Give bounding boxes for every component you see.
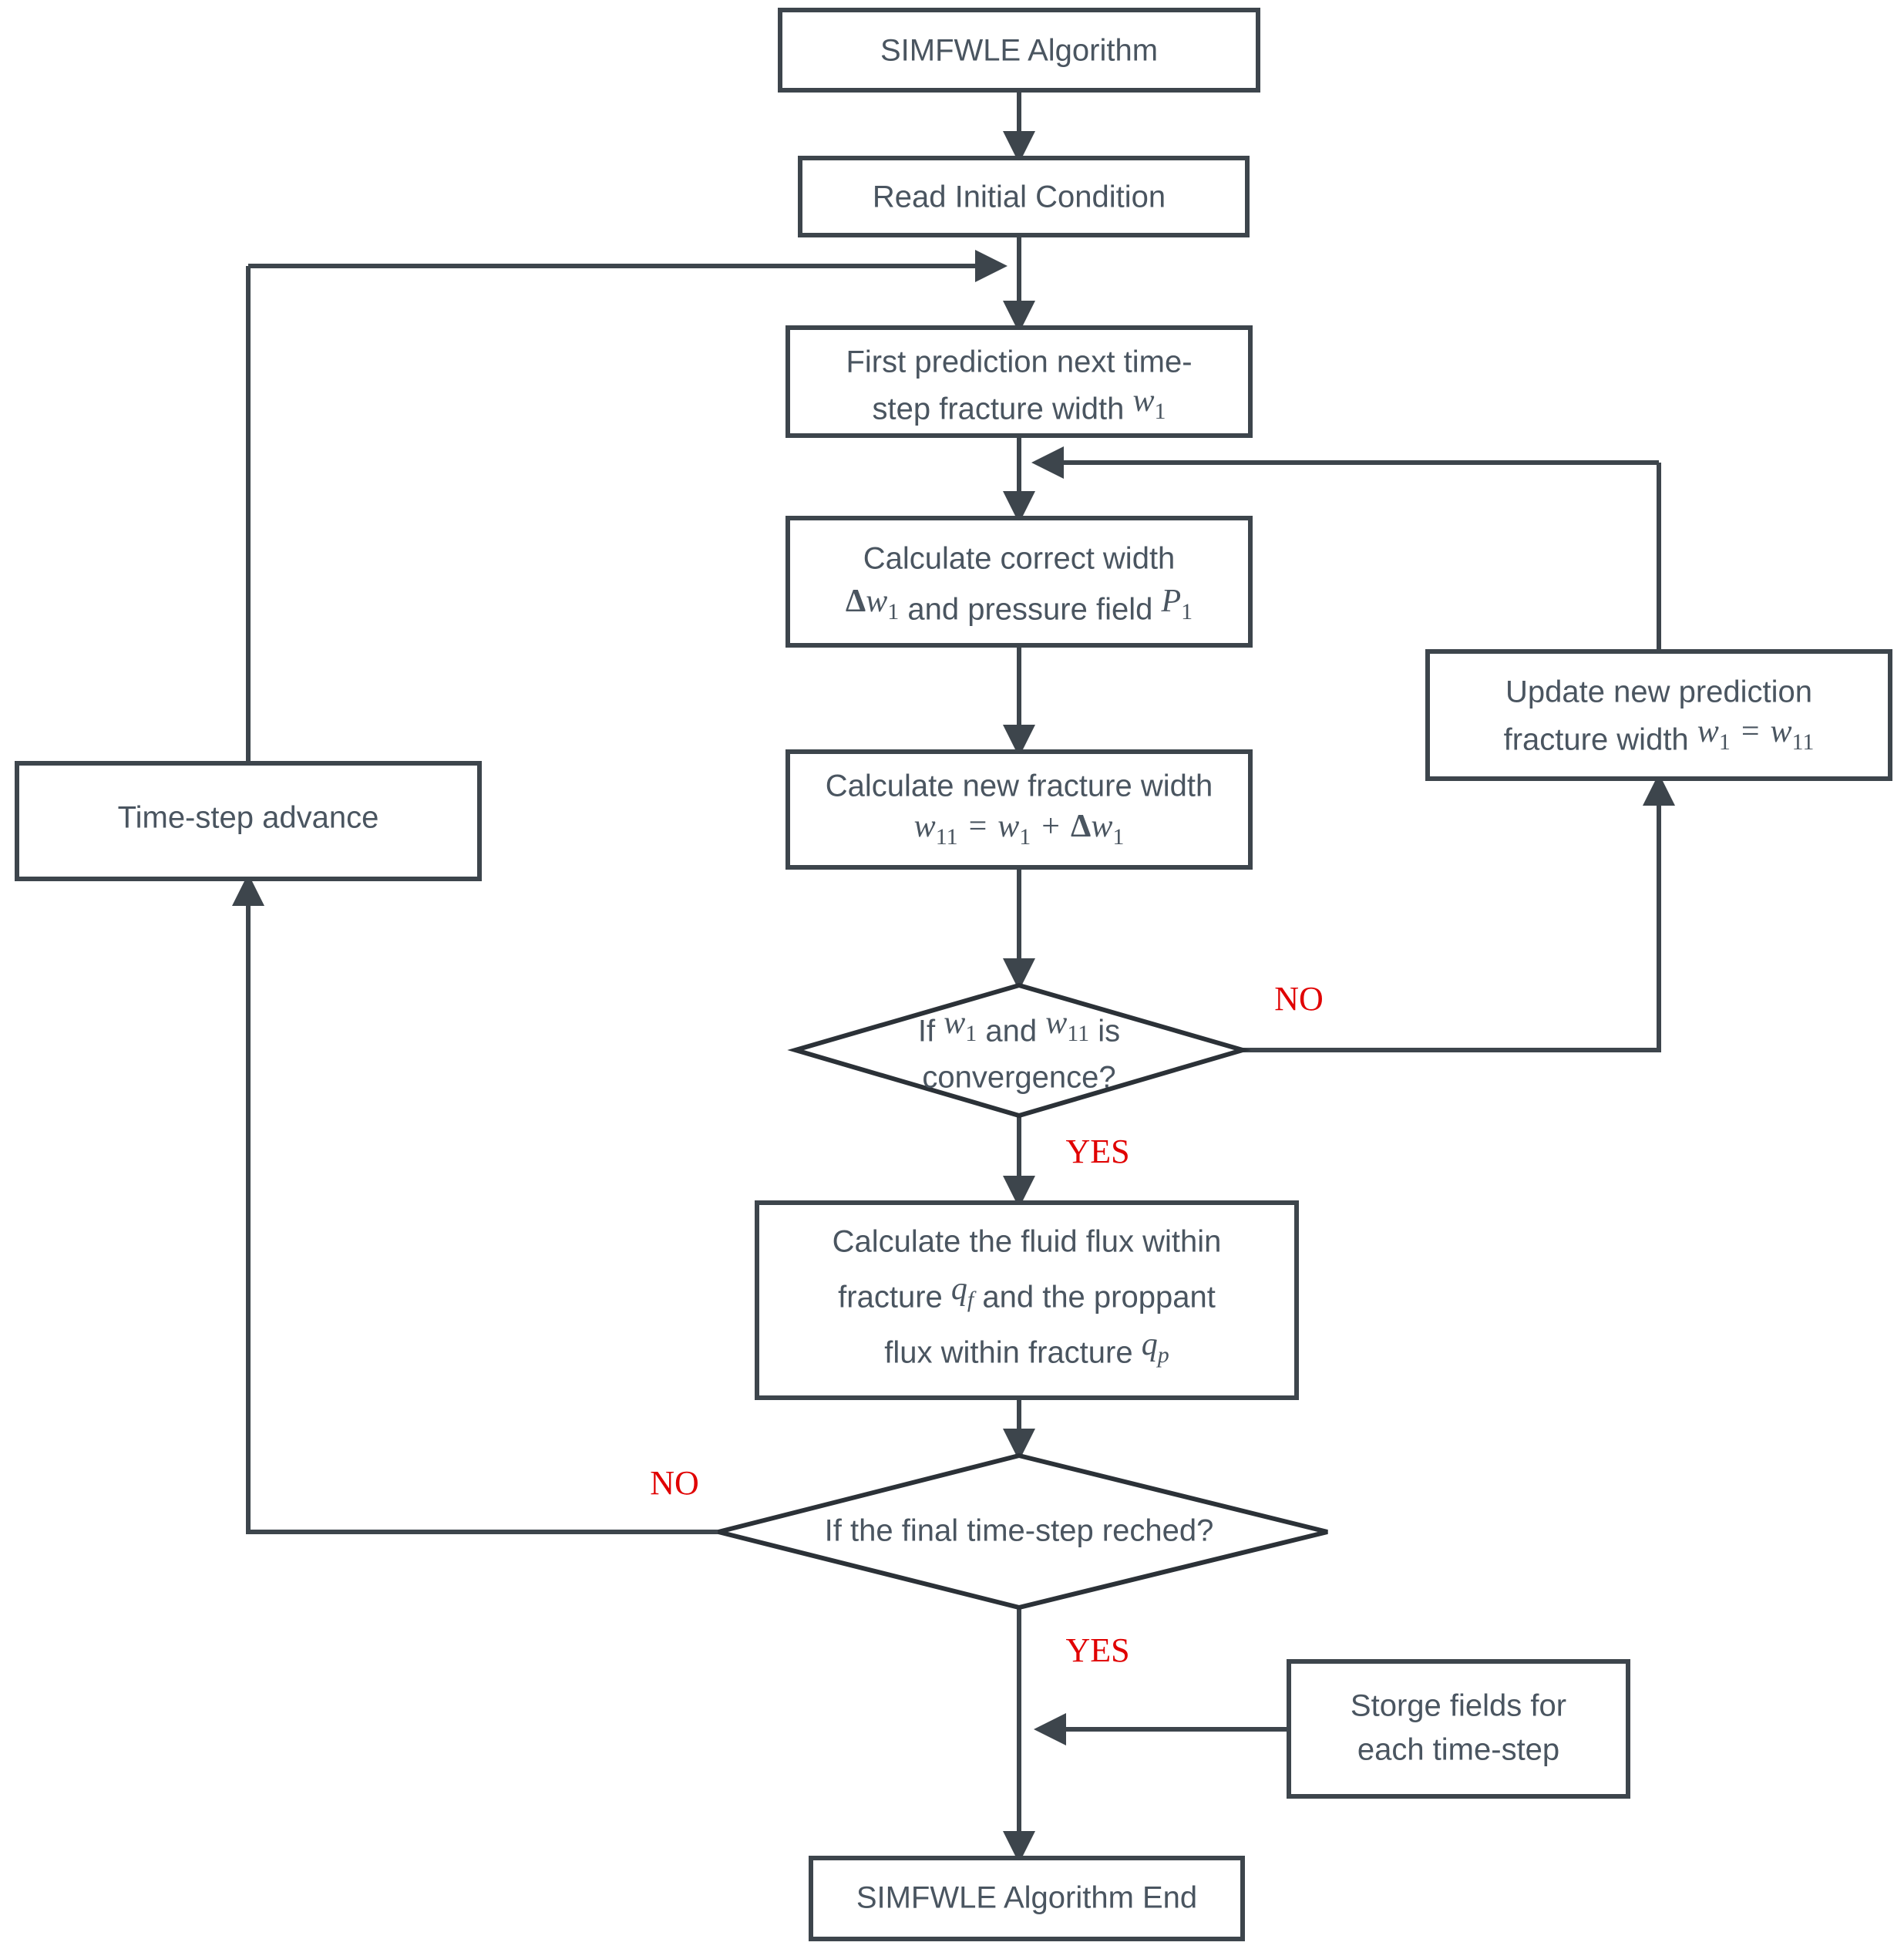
node-calc-correct: [785, 516, 1253, 648]
dc-sub1: 1: [965, 1021, 977, 1046]
connector-convergence-no-to-update: [1243, 773, 1675, 1052]
node-update-prediction: [1425, 649, 1892, 781]
cf-l2-post: and the proppant: [974, 1281, 1216, 1314]
node-calc-flux-line2: fracture qf and the proppant: [838, 1271, 1216, 1314]
cf-l2-pre: fracture: [838, 1281, 951, 1314]
node-calc-new-width: [785, 749, 1253, 870]
cnw-rhs2-var: w: [1091, 809, 1112, 844]
cc-var1: w: [866, 584, 887, 619]
branch-label-final-step-no: NO: [650, 1464, 699, 1502]
node-decision-final-step: [718, 1452, 1328, 1611]
node-first-prediction: [785, 325, 1253, 438]
node-decision-convergence: [787, 982, 1251, 1119]
fp-l2-sub: 1: [1154, 399, 1166, 424]
node-calc-flux-line1: Calculate the fluid flux within: [833, 1225, 1222, 1259]
up-sub1: 1: [1719, 729, 1731, 755]
cc-sub2: 1: [1181, 599, 1193, 624]
node-read-initial-label: Read Initial Condition: [873, 180, 1166, 214]
cnw-eq: =: [969, 809, 987, 844]
cc-delta: Δ: [846, 584, 866, 619]
node-decision-convergence-line2: convergence?: [922, 1061, 1115, 1095]
cnw-rhs2-sub: 1: [1112, 824, 1124, 850]
fp-l2-var: w: [1132, 383, 1154, 419]
node-time-step-advance-label: Time-step advance: [118, 801, 379, 835]
node-end-label: SIMFWLE Algorithm End: [856, 1881, 1197, 1915]
up-sub2: 11: [1792, 729, 1815, 755]
cnw-lhs-sub: 11: [936, 824, 958, 850]
up-pre: fracture width: [1504, 723, 1697, 757]
node-storage-fields-line1: Storge fields for: [1351, 1689, 1566, 1723]
cnw-plus: +: [1041, 809, 1060, 844]
node-update-prediction-line1: Update new prediction: [1505, 675, 1812, 709]
dc-sub2: 11: [1067, 1021, 1089, 1046]
branch-label-final-step-yes: YES: [1065, 1631, 1129, 1669]
cnw-rhs1-var: w: [997, 809, 1019, 844]
dc-pre: If: [918, 1015, 944, 1049]
node-calc-correct-line2: Δw1 and pressure field P1: [846, 584, 1193, 627]
node-calc-flux: [755, 1200, 1299, 1400]
node-storage-fields-line2: each time-step: [1357, 1733, 1559, 1767]
dc-post: is: [1089, 1015, 1120, 1049]
dc-mid: and: [977, 1015, 1045, 1049]
branch-label-convergence-yes: YES: [1065, 1133, 1129, 1170]
cf-l2-var: q: [951, 1271, 967, 1307]
node-start: [778, 8, 1260, 93]
cc-var2: P: [1160, 584, 1181, 619]
node-first-prediction-line2: step fracture width w1: [873, 383, 1166, 426]
dc-var1: w: [944, 1005, 965, 1041]
node-update-prediction-line2: fracture width w1=w11: [1504, 714, 1815, 757]
node-decision-convergence-line1: If w1 and w11 is: [918, 1005, 1120, 1049]
node-calc-new-width-line1: Calculate new fracture width: [826, 769, 1213, 803]
node-calc-flux-line3: flux within fracture qp: [884, 1327, 1169, 1370]
node-decision-final-step-label: If the final time-step reched?: [825, 1514, 1214, 1548]
node-end: [809, 1856, 1245, 1941]
node-start-label: SIMFWLE Algorithm: [880, 34, 1158, 68]
cnw-rhs1-sub: 1: [1019, 824, 1031, 850]
connector-final-no-to-timestep: [232, 874, 718, 1534]
fp-l2-pre: step fracture width: [873, 392, 1133, 426]
node-time-step-advance: [15, 761, 482, 881]
cnw-lhs-var: w: [914, 809, 936, 844]
up-var2: w: [1771, 714, 1792, 749]
node-calc-new-width-equation: w11=w1+Δw1: [914, 809, 1125, 850]
cf-l3-var: q: [1142, 1327, 1158, 1362]
node-first-prediction-line1: First prediction next time-: [846, 345, 1192, 379]
cc-sub1: 1: [887, 599, 899, 624]
cc-mid: and pressure field: [899, 593, 1161, 627]
dc-var2: w: [1045, 1005, 1067, 1041]
node-storage-fields: [1287, 1659, 1630, 1799]
up-var1: w: [1697, 714, 1719, 749]
cf-l3-pre: flux within fracture: [884, 1336, 1141, 1370]
branch-label-convergence-no: NO: [1274, 980, 1324, 1018]
cnw-delta: Δ: [1071, 809, 1091, 844]
node-read-initial: [798, 156, 1250, 237]
node-calc-correct-line1: Calculate correct width: [863, 542, 1176, 576]
cf-l3-sub: p: [1156, 1342, 1169, 1368]
up-eq: =: [1741, 714, 1760, 749]
